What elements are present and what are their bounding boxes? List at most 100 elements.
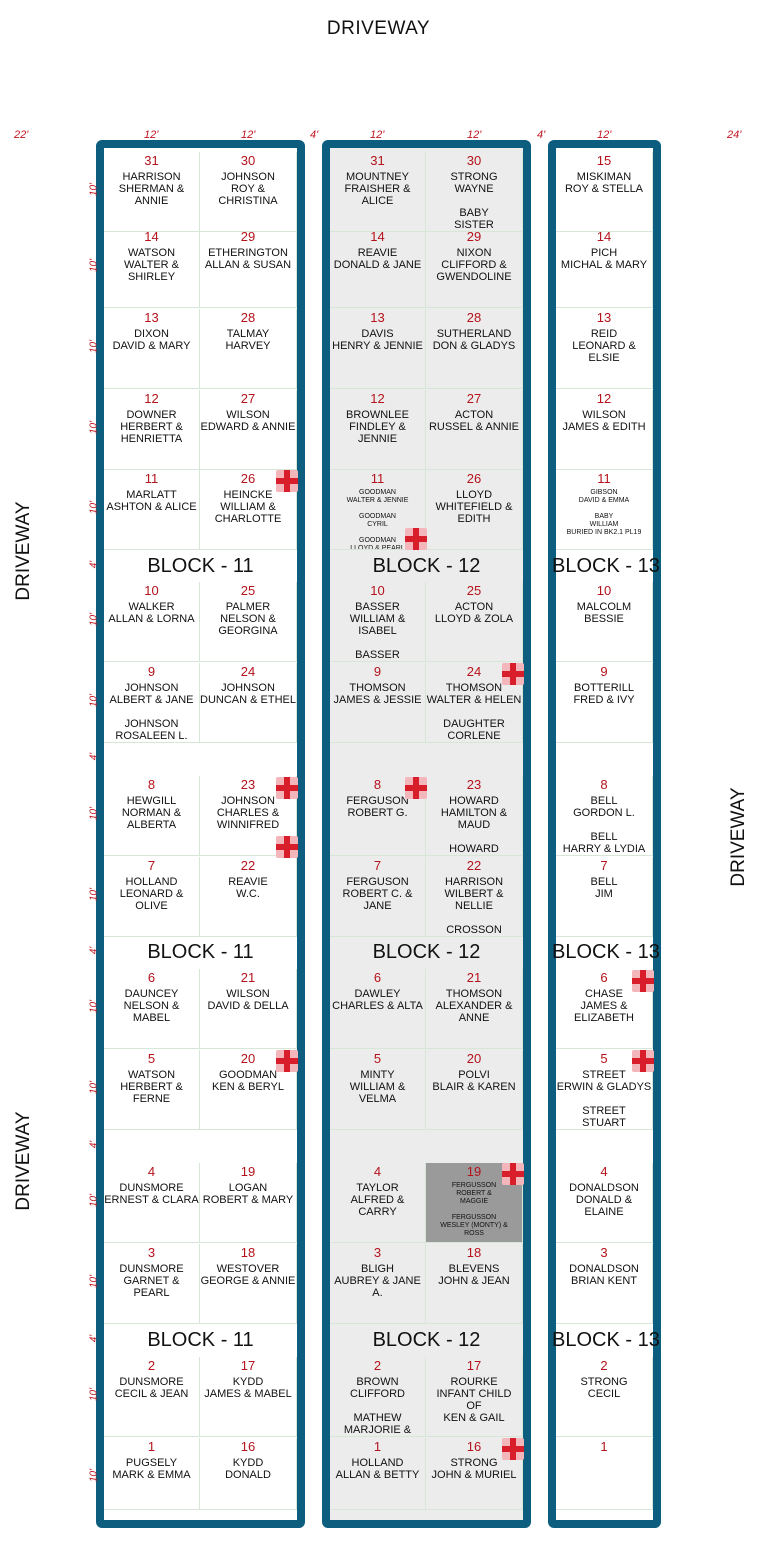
plot-names: THOMSON ALEXANDER & ANNE — [435, 988, 513, 1024]
plot-names: BROWNLEE FINDLEY & JENNIE — [346, 409, 409, 445]
plot-number: 13 — [596, 310, 612, 325]
plot-number: 20 — [240, 1051, 256, 1066]
plot-names: GIBSON DAVID & EMMA BABY WILLIAM BURIED … — [566, 489, 642, 536]
red-cross-marker-icon — [276, 1050, 298, 1072]
row-dimension-label: 10' — [88, 806, 100, 821]
plot-names: HARRISON SHERMAN & ANNIE — [118, 171, 185, 207]
plot-number: 15 — [596, 153, 612, 168]
plot-number: 18 — [466, 1245, 482, 1260]
plot-names: PALMER NELSON & GEORGINA — [218, 601, 278, 637]
plot-names: BELL GORDON L. BELL HARRY & LYDIA — [562, 795, 646, 855]
plot-number: 12 — [596, 391, 612, 406]
plot-names: DAWLEY CHARLES & ALTA — [332, 988, 423, 1012]
plot-number: 4 — [600, 1164, 608, 1179]
plot-names: TALMAY HARVEY — [225, 328, 271, 352]
row-dimension-label: 10' — [88, 182, 100, 197]
plot-number: 14 — [596, 229, 612, 244]
block-label-b11: BLOCK - 11 — [147, 941, 254, 963]
plot-block13-col[interactable]: 1 — [556, 1438, 653, 1510]
dim-aisle-2: 4' — [537, 129, 546, 141]
red-cross-marker-icon — [405, 777, 427, 799]
row-dimension-label: 10' — [88, 1080, 100, 1095]
plot-names: DIXON DAVID & MARY — [112, 328, 191, 352]
plot-number: 21 — [240, 970, 256, 985]
row-dimension-label: 10' — [88, 1387, 100, 1402]
plot-number: 2 — [147, 1358, 156, 1373]
